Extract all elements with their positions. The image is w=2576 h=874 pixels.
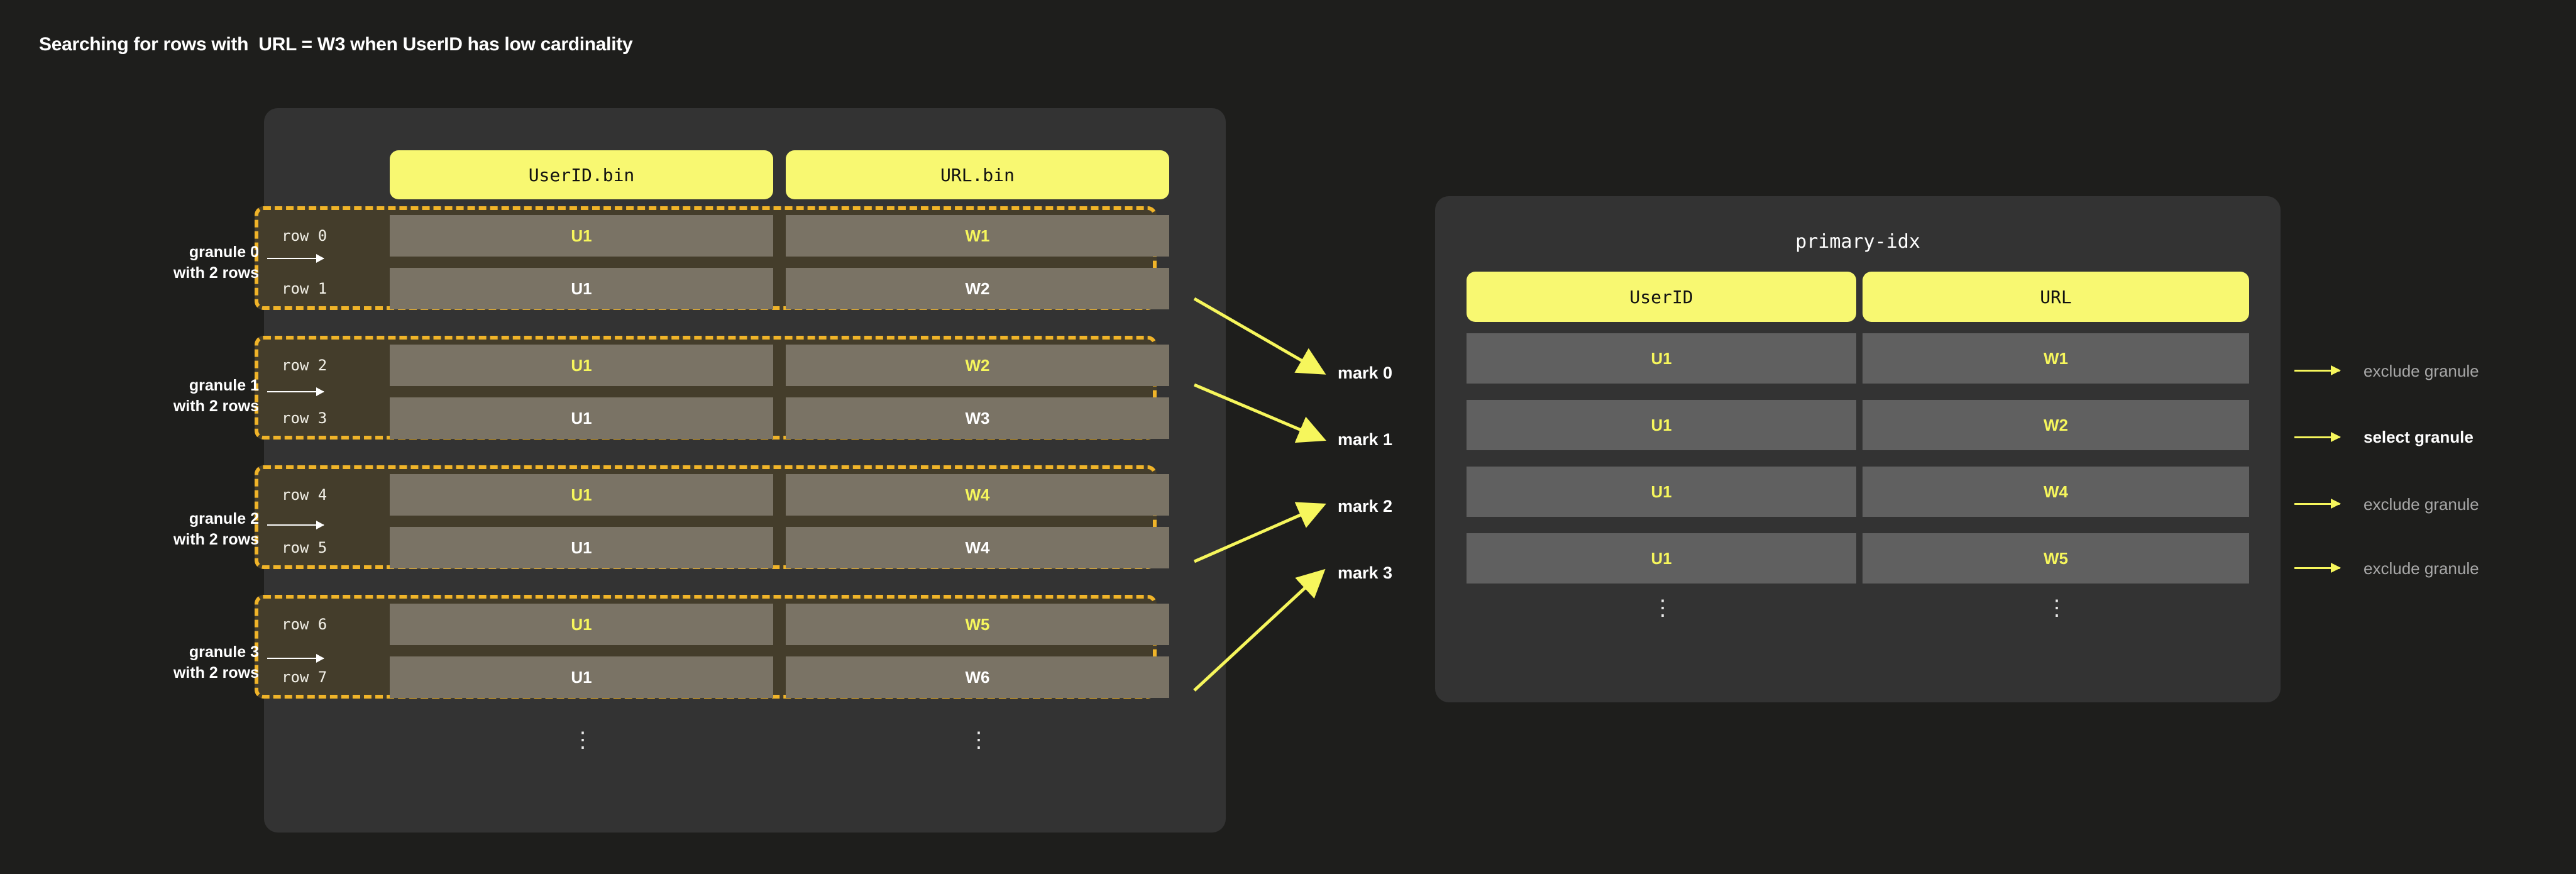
result-arrow-0 <box>2294 365 2341 375</box>
cell-userid: U1 <box>390 345 773 386</box>
result-arrow-2 <box>2294 499 2341 509</box>
cell-userid: U1 <box>390 397 773 439</box>
index-cell-userid: U1 <box>1467 333 1856 384</box>
cell-url: W4 <box>786 527 1169 568</box>
row-label: row 2 <box>282 357 328 374</box>
cell-url: W3 <box>786 397 1169 439</box>
row-label: row 6 <box>282 616 328 633</box>
granule-note-line2: with 2 rows <box>173 531 259 548</box>
granule-note-2: granule 2 with 2 rows <box>83 509 259 550</box>
cell-url: W1 <box>786 215 1169 257</box>
cell-url: W2 <box>786 268 1169 309</box>
column-header-userid-bin: UserID.bin <box>390 150 773 199</box>
index-cell-userid: U1 <box>1467 533 1856 584</box>
mark-label-3: mark 3 <box>1338 563 1393 582</box>
primary-index-panel: primary-idx UserID URL U1 W1 U1 W2 U1 W4… <box>1435 196 2281 702</box>
index-cell-url: W4 <box>1863 467 2249 517</box>
granule-note-line1: granule 3 <box>189 643 259 661</box>
granule-note-0: granule 0 with 2 rows <box>83 242 259 284</box>
granule-arrow-0 <box>267 254 324 263</box>
mark-label-2: mark 2 <box>1338 497 1393 516</box>
cell-url: W4 <box>786 474 1169 516</box>
index-column-header-userid: UserID <box>1467 272 1856 322</box>
index-cell-url: W2 <box>1863 400 2249 450</box>
cell-userid: U1 <box>390 656 773 698</box>
granule-arrow-2 <box>267 521 324 529</box>
row-label: row 1 <box>282 280 328 297</box>
data-part-panel: UserID.bin URL.bin row 0 U1 W1 row 1 U1 … <box>255 108 1226 833</box>
row-label: row 7 <box>282 668 328 686</box>
index-userid-ellipsis: ⋮ <box>1652 596 1673 620</box>
primary-index-title: primary-idx <box>1795 231 1920 253</box>
result-arrow-1 <box>2294 432 2341 442</box>
granule-note-line2: with 2 rows <box>173 397 259 415</box>
row-label: row 4 <box>282 486 328 504</box>
cell-userid: U1 <box>390 215 773 257</box>
index-cell-url: W1 <box>1863 333 2249 384</box>
cell-url: W2 <box>786 345 1169 386</box>
granule-note-line2: with 2 rows <box>173 264 259 282</box>
granule-note-line2: with 2 rows <box>173 664 259 682</box>
url-column-ellipsis: ⋮ <box>968 728 989 752</box>
column-header-url-bin: URL.bin <box>786 150 1169 199</box>
page-title: Searching for rows with URL = W3 when Us… <box>39 34 633 55</box>
result-label-0: exclude granule <box>2364 362 2479 380</box>
userid-column-ellipsis: ⋮ <box>572 728 593 752</box>
row-label: row 5 <box>282 539 328 556</box>
index-cell-userid: U1 <box>1467 467 1856 517</box>
row-label: row 3 <box>282 409 328 427</box>
result-label-2: exclude granule <box>2364 495 2479 514</box>
granule-note-line1: granule 1 <box>189 377 259 394</box>
index-column-header-url: URL <box>1863 272 2249 322</box>
cell-userid: U1 <box>390 268 773 309</box>
index-cell-userid: U1 <box>1467 400 1856 450</box>
cell-url: W5 <box>786 604 1169 645</box>
result-label-3: exclude granule <box>2364 559 2479 578</box>
row-label: row 0 <box>282 227 328 245</box>
granule-note-3: granule 3 with 2 rows <box>83 642 259 683</box>
granule-note-line1: granule 2 <box>189 510 259 528</box>
index-url-ellipsis: ⋮ <box>2046 596 2067 620</box>
cell-url: W6 <box>786 656 1169 698</box>
mark-label-1: mark 1 <box>1338 430 1393 449</box>
cell-userid: U1 <box>390 604 773 645</box>
mark-label-0: mark 0 <box>1338 363 1393 382</box>
granule-arrow-1 <box>267 387 324 396</box>
granule-note-1: granule 1 with 2 rows <box>83 375 259 417</box>
granule-arrow-3 <box>267 654 324 663</box>
result-label-1: select granule <box>2364 428 2474 446</box>
result-arrow-3 <box>2294 563 2341 573</box>
index-cell-url: W5 <box>1863 533 2249 584</box>
cell-userid: U1 <box>390 527 773 568</box>
granule-note-line1: granule 0 <box>189 243 259 261</box>
cell-userid: U1 <box>390 474 773 516</box>
